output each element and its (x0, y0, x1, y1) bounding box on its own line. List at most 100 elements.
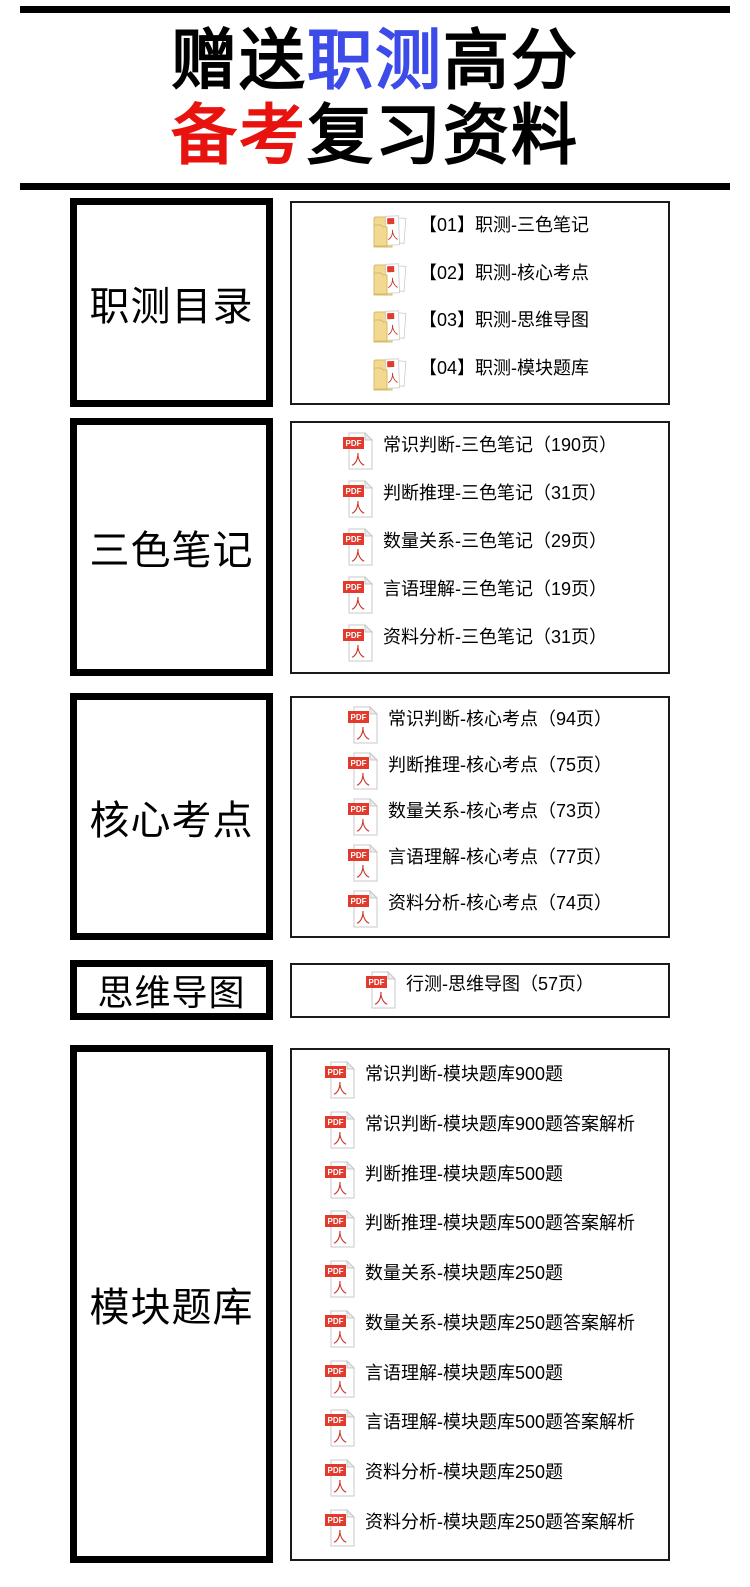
file-row: 人 【01】职测-三色笔记 (371, 212, 589, 250)
title-line-1: 赠送职测高分 (0, 23, 750, 98)
pdf-file-icon: PDF 人 (342, 527, 373, 566)
pdf-file-icon: PDF 人 (324, 1309, 355, 1348)
item-label: 资料分析-三色笔记（31页） (382, 626, 607, 647)
svg-text:PDF: PDF (345, 583, 361, 592)
svg-text:人: 人 (356, 865, 370, 881)
section-label: 三色笔记 (89, 528, 254, 573)
svg-text:PDF: PDF (350, 897, 366, 906)
svg-text:人: 人 (333, 1281, 347, 1297)
file-row: PDF 人 判断推理-三色笔记（31页） (342, 480, 617, 518)
file-row: PDF 人 判断推理-模块题库500题 (324, 1160, 635, 1199)
section-file-list-box: PDF 人 行测-思维导图（57页） (290, 962, 670, 1018)
pdf-file-icon: PDF 人 (365, 971, 396, 1009)
svg-text:人: 人 (387, 229, 398, 242)
file-row: PDF 人 言语理解-三色笔记（19页） (342, 575, 617, 614)
svg-text:人: 人 (351, 549, 365, 565)
folder-with-pdf-files-icon: 人 (371, 260, 409, 298)
section-label: 核心考点 (89, 797, 254, 843)
file-row: PDF 人 常识判断-三色笔记（190页） (342, 432, 617, 470)
svg-text:PDF: PDF (327, 1217, 343, 1226)
svg-text:PDF: PDF (327, 1267, 343, 1276)
svg-text:人: 人 (387, 277, 398, 290)
section-file-list-box: 人 【01】职测-三色笔记 人 【02】职测-核 (290, 200, 670, 405)
pdf-file-icon: PDF 人 (347, 797, 378, 836)
file-row: PDF 人 常识判断-模块题库900题 (324, 1061, 635, 1099)
item-label: 数量关系-模块题库250题答案解析 (364, 1312, 636, 1333)
item-label: 数量关系-三色笔记（29页） (382, 530, 607, 551)
svg-text:人: 人 (333, 1480, 347, 1496)
file-row: PDF 人 资料分析-模块题库250题 (324, 1458, 635, 1497)
svg-text:人: 人 (351, 501, 365, 517)
item-label: 【03】职测-思维导图 (418, 310, 589, 331)
pdf-file-icon: PDF 人 (347, 843, 378, 882)
pdf-file-icon: PDF 人 (324, 1409, 355, 1447)
svg-text:PDF: PDF (350, 713, 366, 722)
title-segment: 复习资料 (307, 98, 579, 172)
file-row: PDF 人 常识判断-核心考点（94页） (347, 705, 612, 744)
section: 核心考点 PDF 人 常识判断-核心考点（94页） PDF 人 (70, 693, 670, 940)
svg-text:人: 人 (333, 1530, 347, 1546)
file-row: PDF 人 言语理解-模块题库500题答案解析 (324, 1409, 636, 1447)
folder-with-pdf-files-icon: 人 (371, 355, 409, 393)
file-row: PDF 人 行测-思维导图（57页） (365, 971, 594, 1009)
section-label-box: 思维导图 (70, 960, 273, 1020)
section: 模块题库 PDF 人 常识判断-模块题库900题 PDF 人 (70, 1045, 670, 1563)
title-segment: 高分 (443, 23, 579, 97)
title-segment-highlight-blue: 职测 (307, 23, 443, 97)
item-label: 言语理解-模块题库500题 (364, 1362, 564, 1383)
item-label: 常识判断-模块题库900题答案解析 (364, 1113, 636, 1134)
title-line-2: 备考复习资料 (0, 98, 750, 173)
item-label: 资料分析-核心考点（74页） (387, 892, 612, 913)
section-label: 思维导图 (97, 973, 246, 1013)
item-label: 言语理解-模块题库500题答案解析 (364, 1412, 636, 1433)
pdf-file-icon: PDF 人 (324, 1508, 355, 1547)
svg-text:PDF: PDF (327, 1118, 343, 1127)
svg-text:PDF: PDF (368, 978, 384, 987)
pdf-file-icon: PDF 人 (324, 1458, 355, 1497)
item-label: 【01】职测-三色笔记 (418, 215, 589, 236)
item-label: 常识判断-模块题库900题 (364, 1064, 564, 1085)
item-label: 【02】职测-核心考点 (418, 262, 589, 283)
item-label: 资料分析-模块题库250题 (364, 1461, 564, 1482)
svg-text:PDF: PDF (327, 1317, 343, 1326)
item-list: PDF 人 常识判断-三色笔记（190页） PDF 人 判断推理-三色笔记（31… (342, 423, 617, 672)
pdf-file-icon: PDF 人 (324, 1061, 355, 1099)
pdf-file-icon: PDF 人 (342, 623, 373, 662)
section-label-box: 模块题库 (70, 1045, 273, 1563)
section-label-box: 核心考点 (70, 693, 273, 940)
item-list: PDF 人 常识判断-模块题库900题 PDF 人 常识判断-模块题库900题答… (324, 1050, 636, 1559)
svg-text:PDF: PDF (327, 1516, 343, 1525)
section-file-list-box: PDF 人 常识判断-核心考点（94页） PDF 人 判断推理-核心考点（75页… (290, 695, 670, 938)
svg-text:人: 人 (374, 992, 388, 1008)
title-divider-bar (20, 183, 730, 190)
svg-text:PDF: PDF (327, 1416, 343, 1425)
section-label: 职测目录 (89, 283, 254, 329)
item-list: 人 【01】职测-三色笔记 人 【02】职测-核 (371, 203, 589, 403)
svg-text:人: 人 (356, 727, 370, 743)
svg-text:PDF: PDF (345, 487, 361, 496)
file-row: PDF 人 数量关系-模块题库250题答案解析 (324, 1309, 636, 1348)
item-label: 数量关系-核心考点（73页） (387, 800, 612, 821)
file-row: PDF 人 数量关系-模块题库250题 (324, 1260, 635, 1298)
svg-text:PDF: PDF (327, 1068, 343, 1077)
file-row: PDF 人 资料分析-三色笔记（31页） (342, 623, 617, 662)
svg-text:人: 人 (356, 819, 370, 835)
item-label: 资料分析-模块题库250题答案解析 (364, 1511, 636, 1532)
folder-with-pdf-files-icon: 人 (371, 212, 409, 250)
item-label: 判断推理-三色笔记（31页） (382, 483, 607, 504)
pdf-file-icon: PDF 人 (347, 889, 378, 928)
svg-text:PDF: PDF (345, 535, 361, 544)
sections-container: 职测目录 人 【01】职测-三色笔记 (0, 190, 750, 1563)
item-label: 【04】职测-模块题库 (418, 357, 589, 378)
item-label: 判断推理-模块题库500题 (364, 1163, 564, 1184)
section-label-box: 三色笔记 (70, 418, 273, 676)
file-row: PDF 人 判断推理-模块题库500题答案解析 (324, 1210, 635, 1248)
svg-text:人: 人 (351, 453, 365, 469)
pdf-file-icon: PDF 人 (342, 575, 373, 614)
svg-text:人: 人 (333, 1331, 347, 1347)
svg-text:人: 人 (356, 773, 370, 789)
svg-text:人: 人 (333, 1430, 347, 1446)
pdf-file-icon: PDF 人 (324, 1359, 355, 1398)
poster-page: 赠送职测高分 备考复习资料 职测目录 人 (0, 6, 750, 1587)
file-row: PDF 人 资料分析-核心考点（74页） (347, 889, 612, 928)
